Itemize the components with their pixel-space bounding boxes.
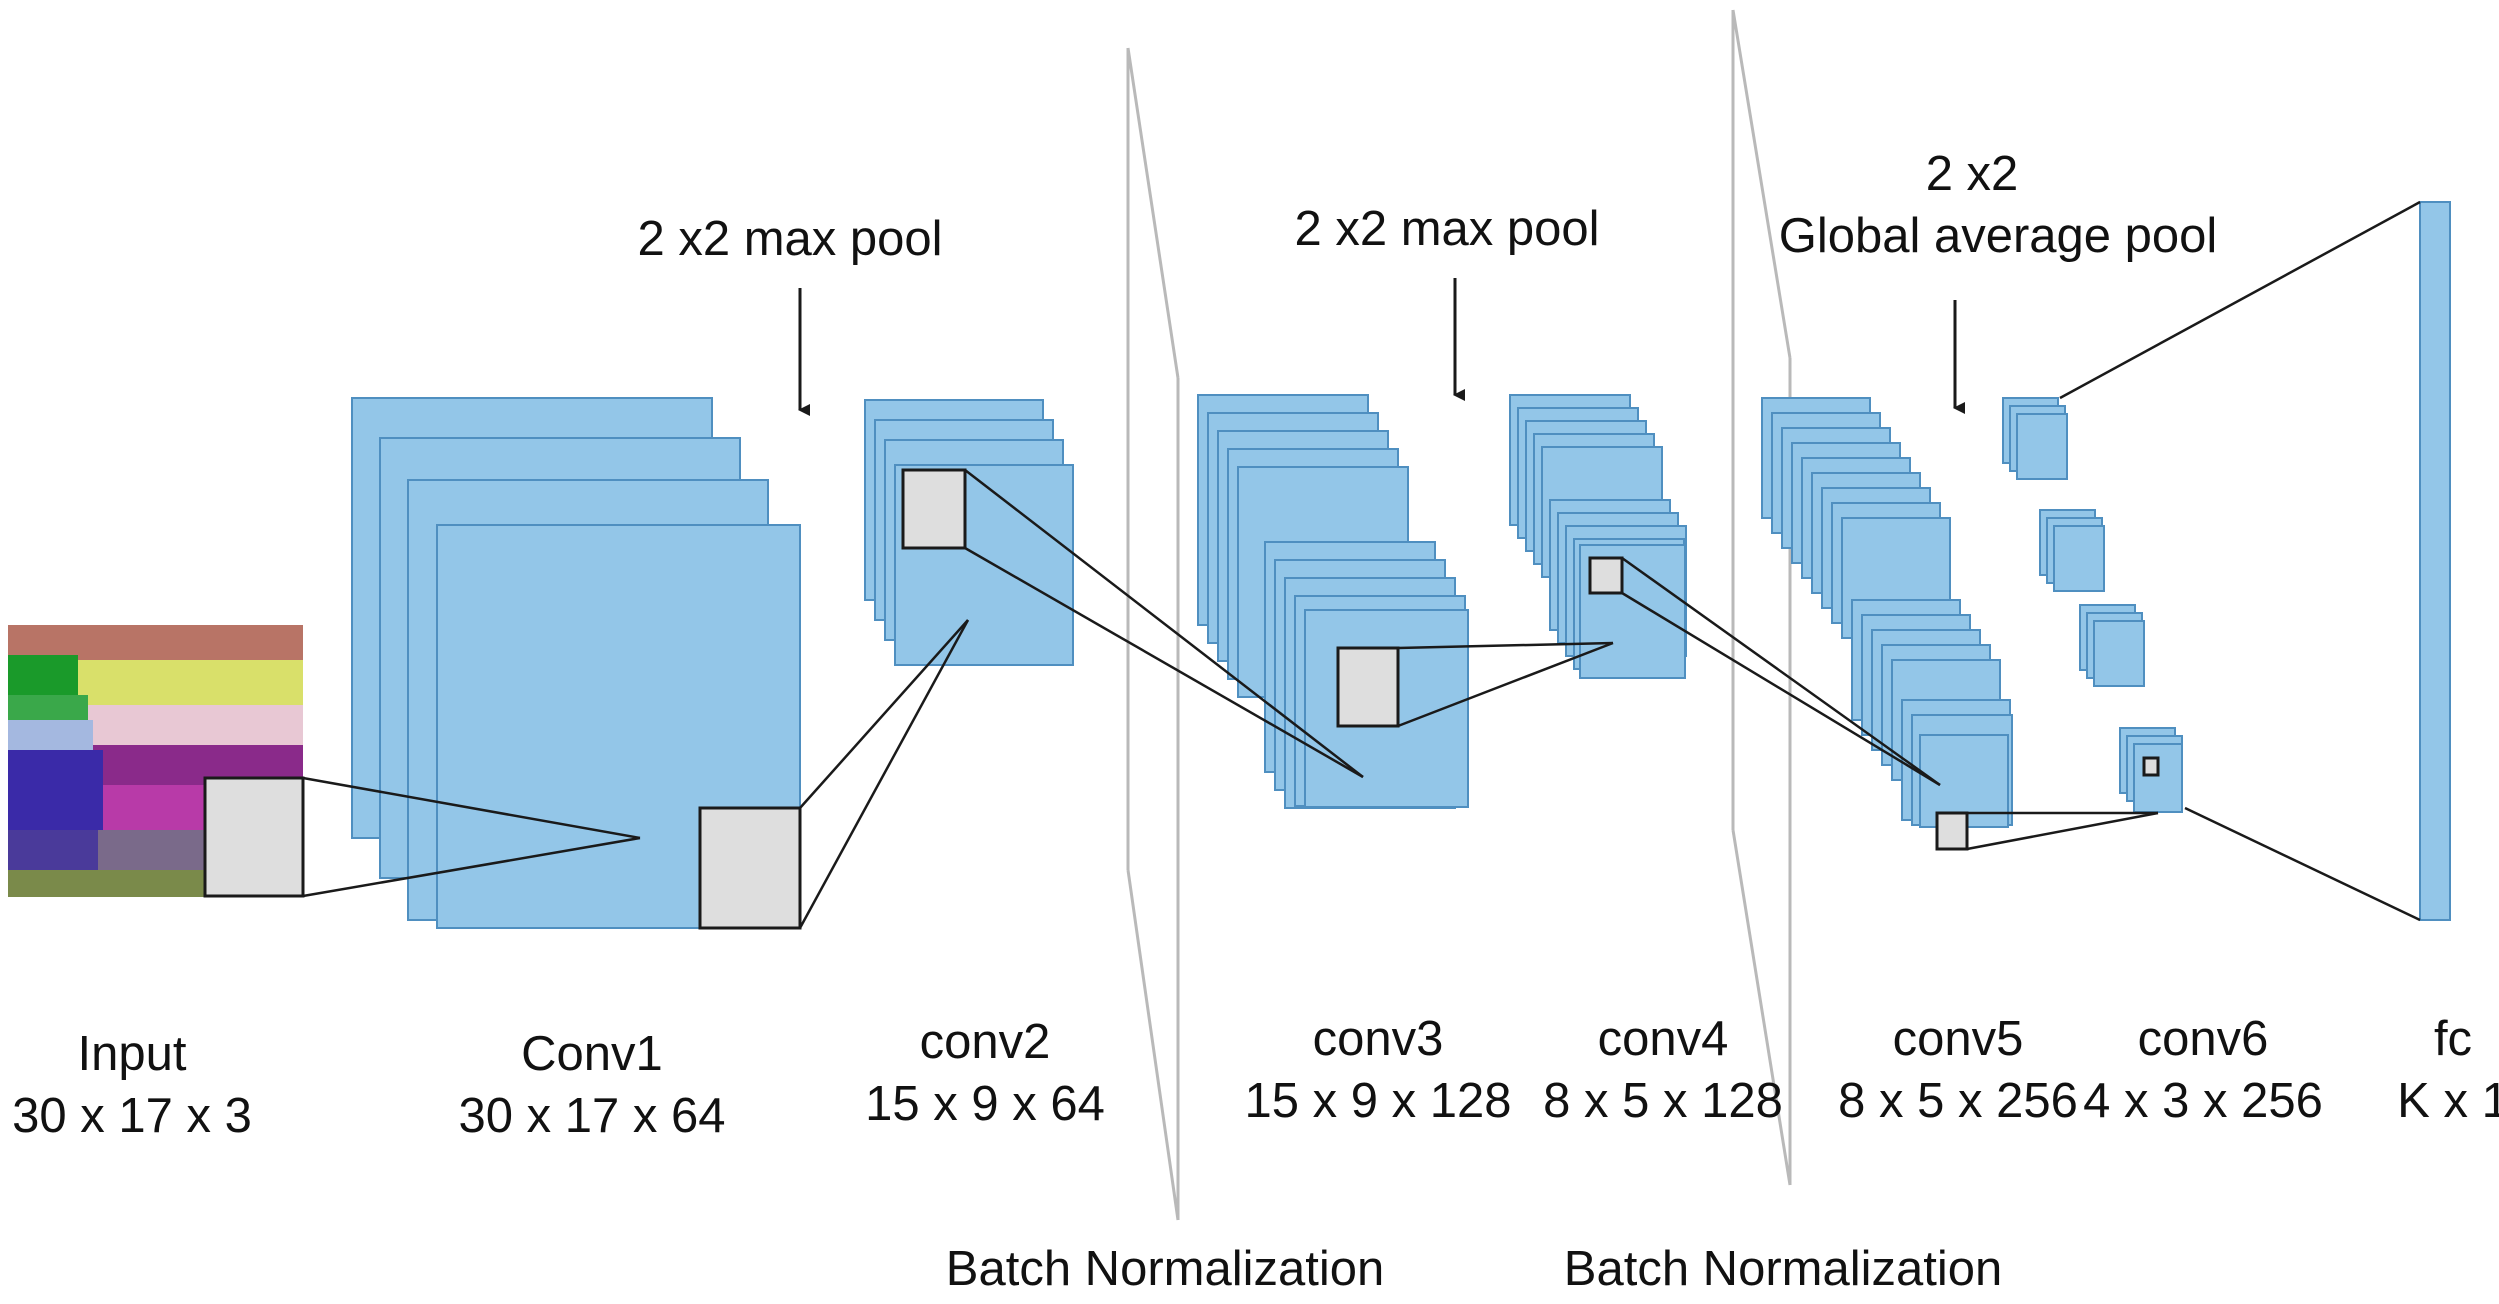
- fc-name: fc: [2434, 1012, 2472, 1066]
- conv4-name: conv4: [1598, 1012, 1729, 1066]
- conv6-dims: 4 x 3 x 256: [2083, 1074, 2323, 1128]
- fc-layer-bar: [2419, 201, 2451, 921]
- conv2-name: conv2: [920, 1015, 1051, 1069]
- conv2-kernel: [901, 468, 967, 550]
- input-dims: 30 x 17 x 3: [12, 1089, 252, 1143]
- conv6-kernel: [2142, 756, 2160, 777]
- conv2-dims: 15 x 9 x 64: [865, 1077, 1105, 1131]
- conv4-stack: [1509, 394, 1687, 679]
- input-image: [8, 625, 303, 897]
- batch-norm-label-1: Batch Normalization: [946, 1242, 1384, 1296]
- batch-norm-plane-1: [1126, 47, 1180, 1221]
- conv3-stack: [1197, 394, 1469, 809]
- conv5-name: conv5: [1893, 1012, 2024, 1066]
- conv5-kernel: [1935, 811, 1969, 851]
- conv6-name: conv6: [2138, 1012, 2269, 1066]
- conv6-feature-map: [2133, 743, 2183, 813]
- input-name: Input: [78, 1027, 187, 1081]
- batch-norm-plane-2: [1731, 9, 1792, 1186]
- conv5-dims: 8 x 5 x 256: [1838, 1074, 2078, 1128]
- conv1-name: Conv1: [521, 1027, 663, 1081]
- conv1-kernel: [698, 806, 802, 930]
- input-kernel: [203, 776, 305, 898]
- pool3-label-line2: Global average pool: [1779, 209, 2218, 263]
- pool2-label: 2 x2 max pool: [1294, 202, 1599, 256]
- conv3-kernel: [1336, 646, 1400, 728]
- conv4-dims: 8 x 5 x 128: [1543, 1074, 1783, 1128]
- conv6-feature-map: [2016, 413, 2068, 480]
- conv3-name: conv3: [1313, 1012, 1444, 1066]
- conv4-kernel: [1588, 556, 1624, 595]
- pool1-label: 2 x2 max pool: [637, 212, 942, 266]
- conv2-stack: [864, 399, 1074, 666]
- conv1-dims: 30 x 17 x 64: [459, 1089, 726, 1143]
- conv6-stack: [2002, 397, 2183, 813]
- projection-lines: [302, 200, 2421, 929]
- conv3-dims: 15 x 9 x 128: [1245, 1074, 1512, 1128]
- batch-norm-label-2: Batch Normalization: [1564, 1242, 2002, 1296]
- conv5-stack: [1761, 397, 2013, 828]
- conv6-feature-map: [2053, 525, 2105, 592]
- conv6-feature-map: [2093, 620, 2145, 687]
- conv4-feature-map: [1579, 544, 1686, 679]
- fc-dims: K x 1: [2397, 1074, 2499, 1128]
- conv2-feature-map: [894, 464, 1074, 666]
- pool3-label-line1: 2 x2: [1926, 147, 2019, 201]
